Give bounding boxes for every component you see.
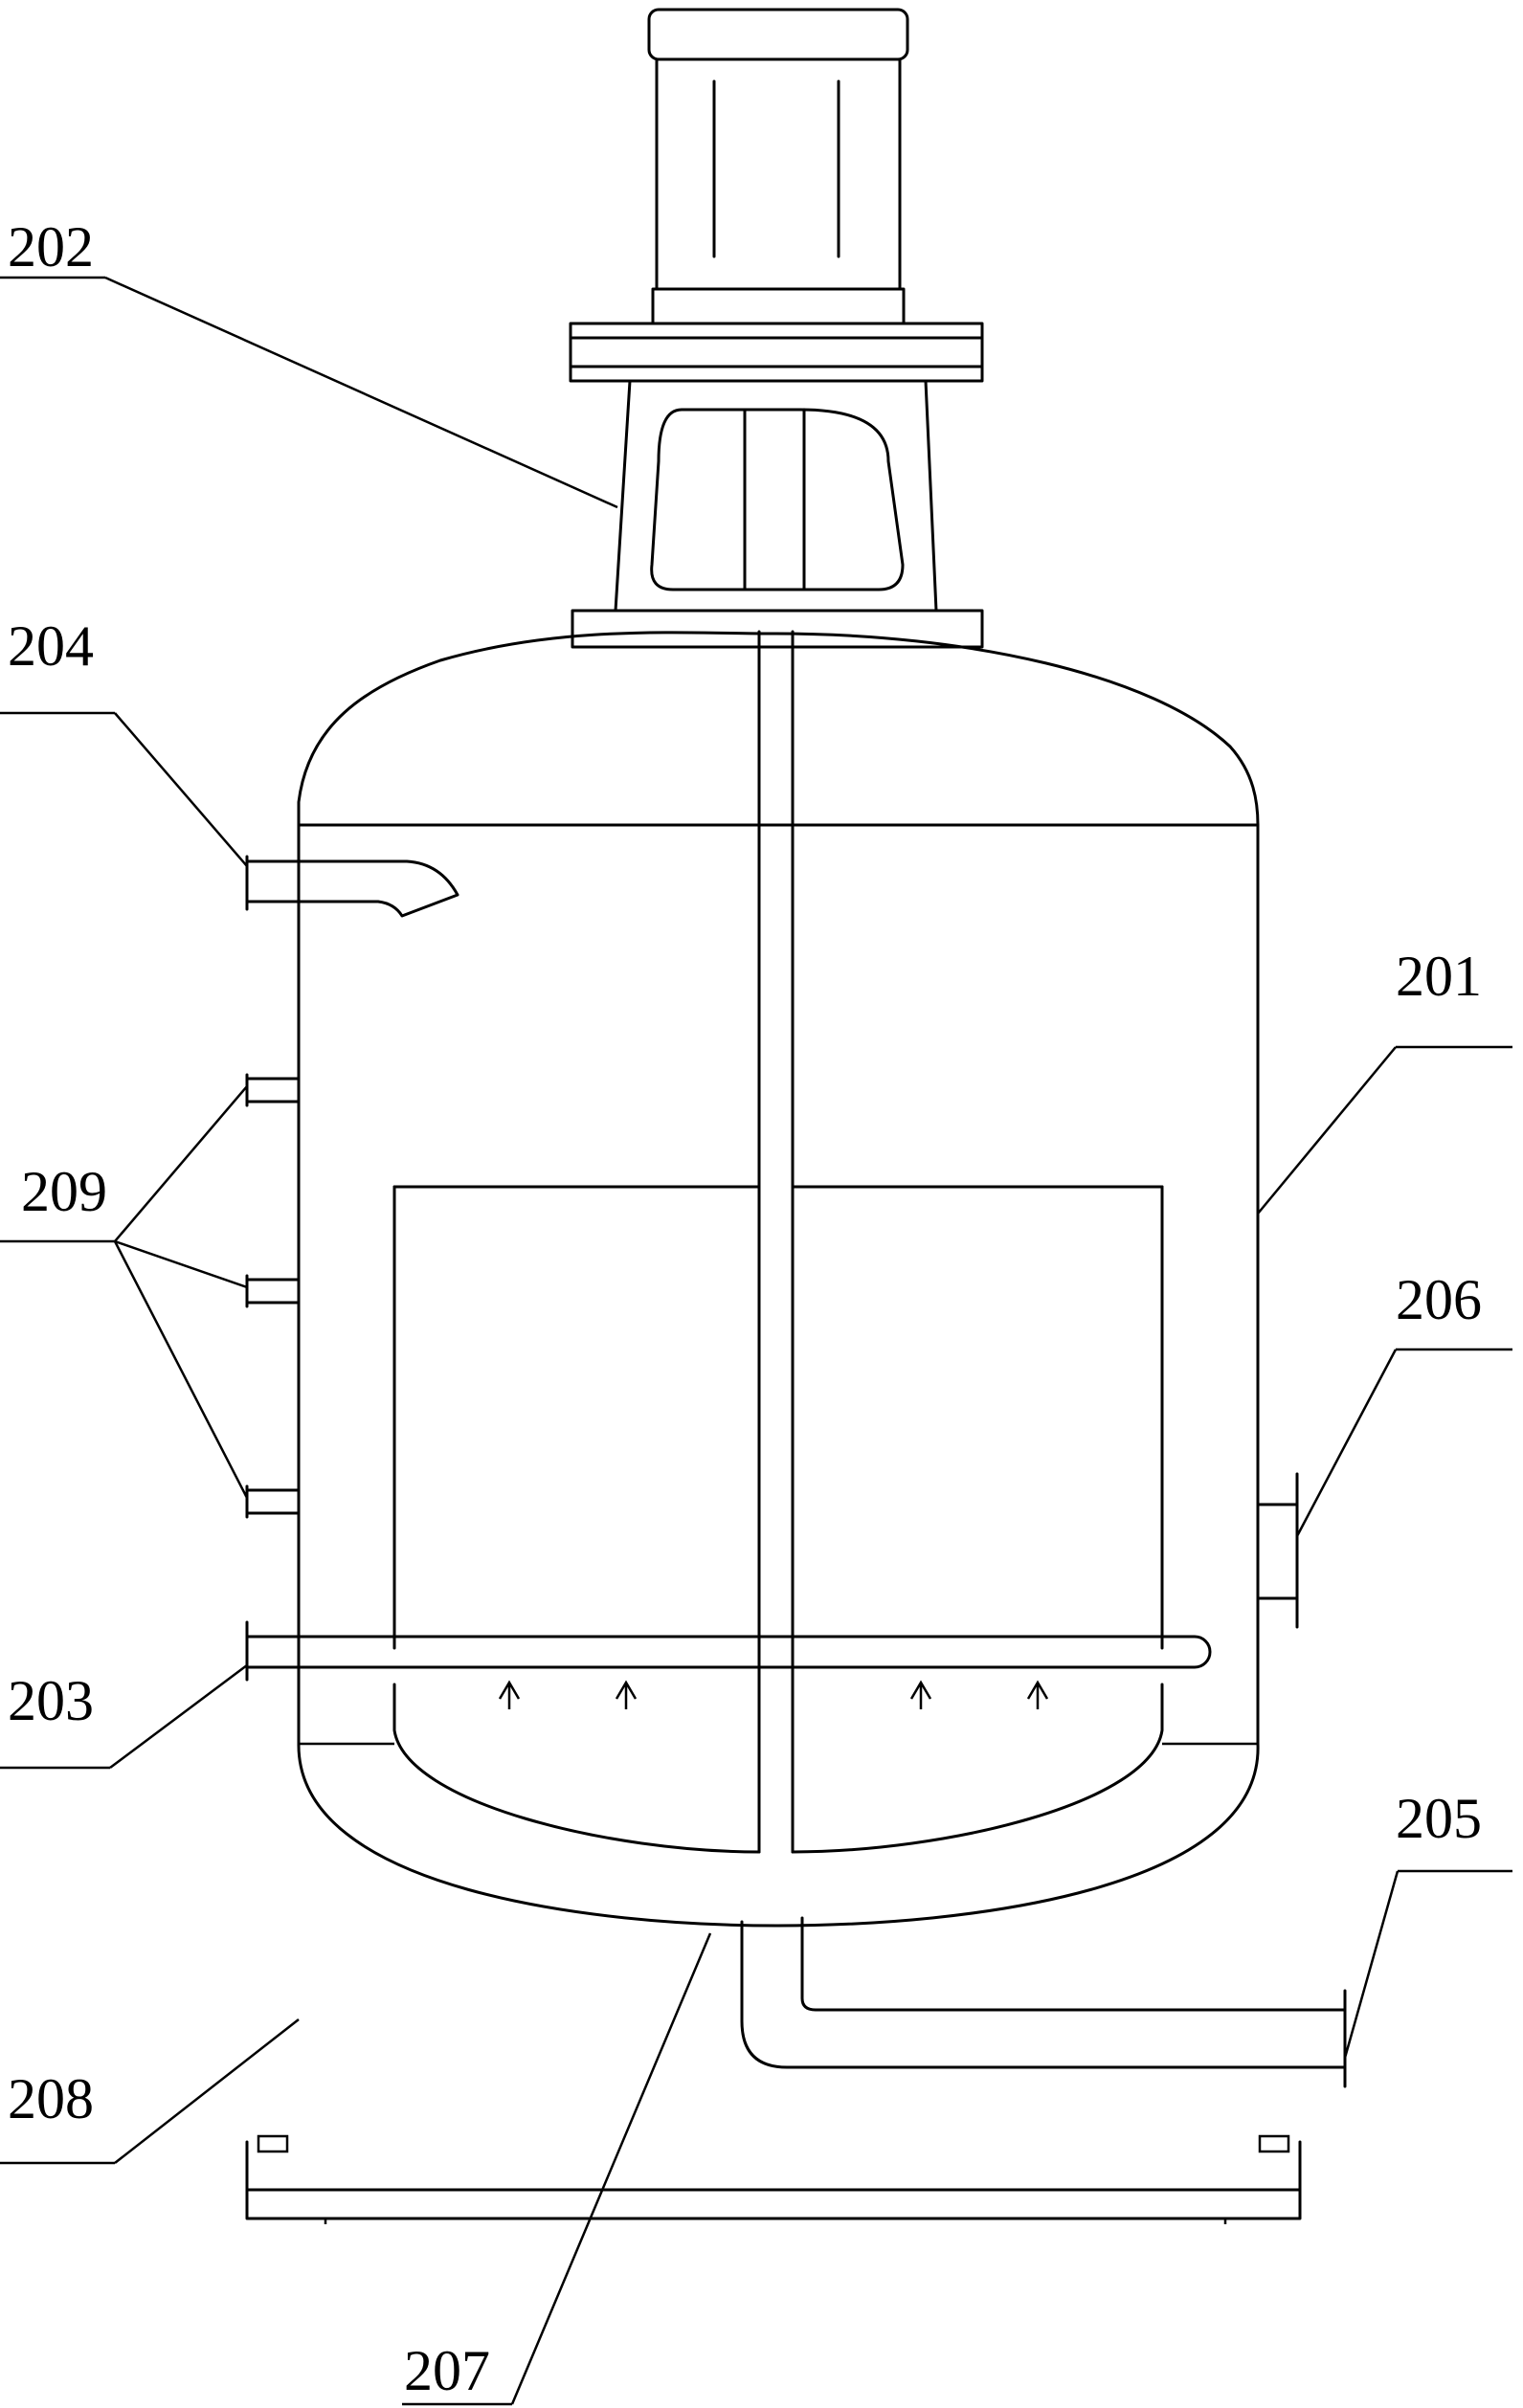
distributor-pipe [245, 1620, 1212, 1709]
label-204: 204 [8, 614, 94, 678]
side-port [1256, 1472, 1299, 1629]
label-201: 201 [1396, 945, 1482, 1008]
bottom-head [297, 1742, 1260, 1928]
sample-ports [245, 1073, 301, 1519]
label-208: 208 [8, 2067, 94, 2130]
top-inlet-pipe [245, 855, 459, 918]
motor [647, 8, 909, 325]
frame-paddle [392, 1185, 1164, 1854]
label-205: 205 [1396, 1787, 1482, 1850]
leader-lines [0, 276, 1512, 2406]
bottom-outlet-pipe [740, 1916, 1347, 2088]
motor-bracket [571, 379, 984, 649]
stirrer-shaft [757, 630, 795, 1854]
label-207: 207 [404, 2339, 490, 2402]
label-203: 203 [8, 1669, 94, 1732]
reducer-flange [569, 322, 984, 383]
label-206: 206 [1396, 1268, 1482, 1331]
label-209: 209 [21, 1160, 107, 1223]
label-202: 202 [8, 215, 94, 279]
support-skirt [245, 2134, 1302, 2224]
